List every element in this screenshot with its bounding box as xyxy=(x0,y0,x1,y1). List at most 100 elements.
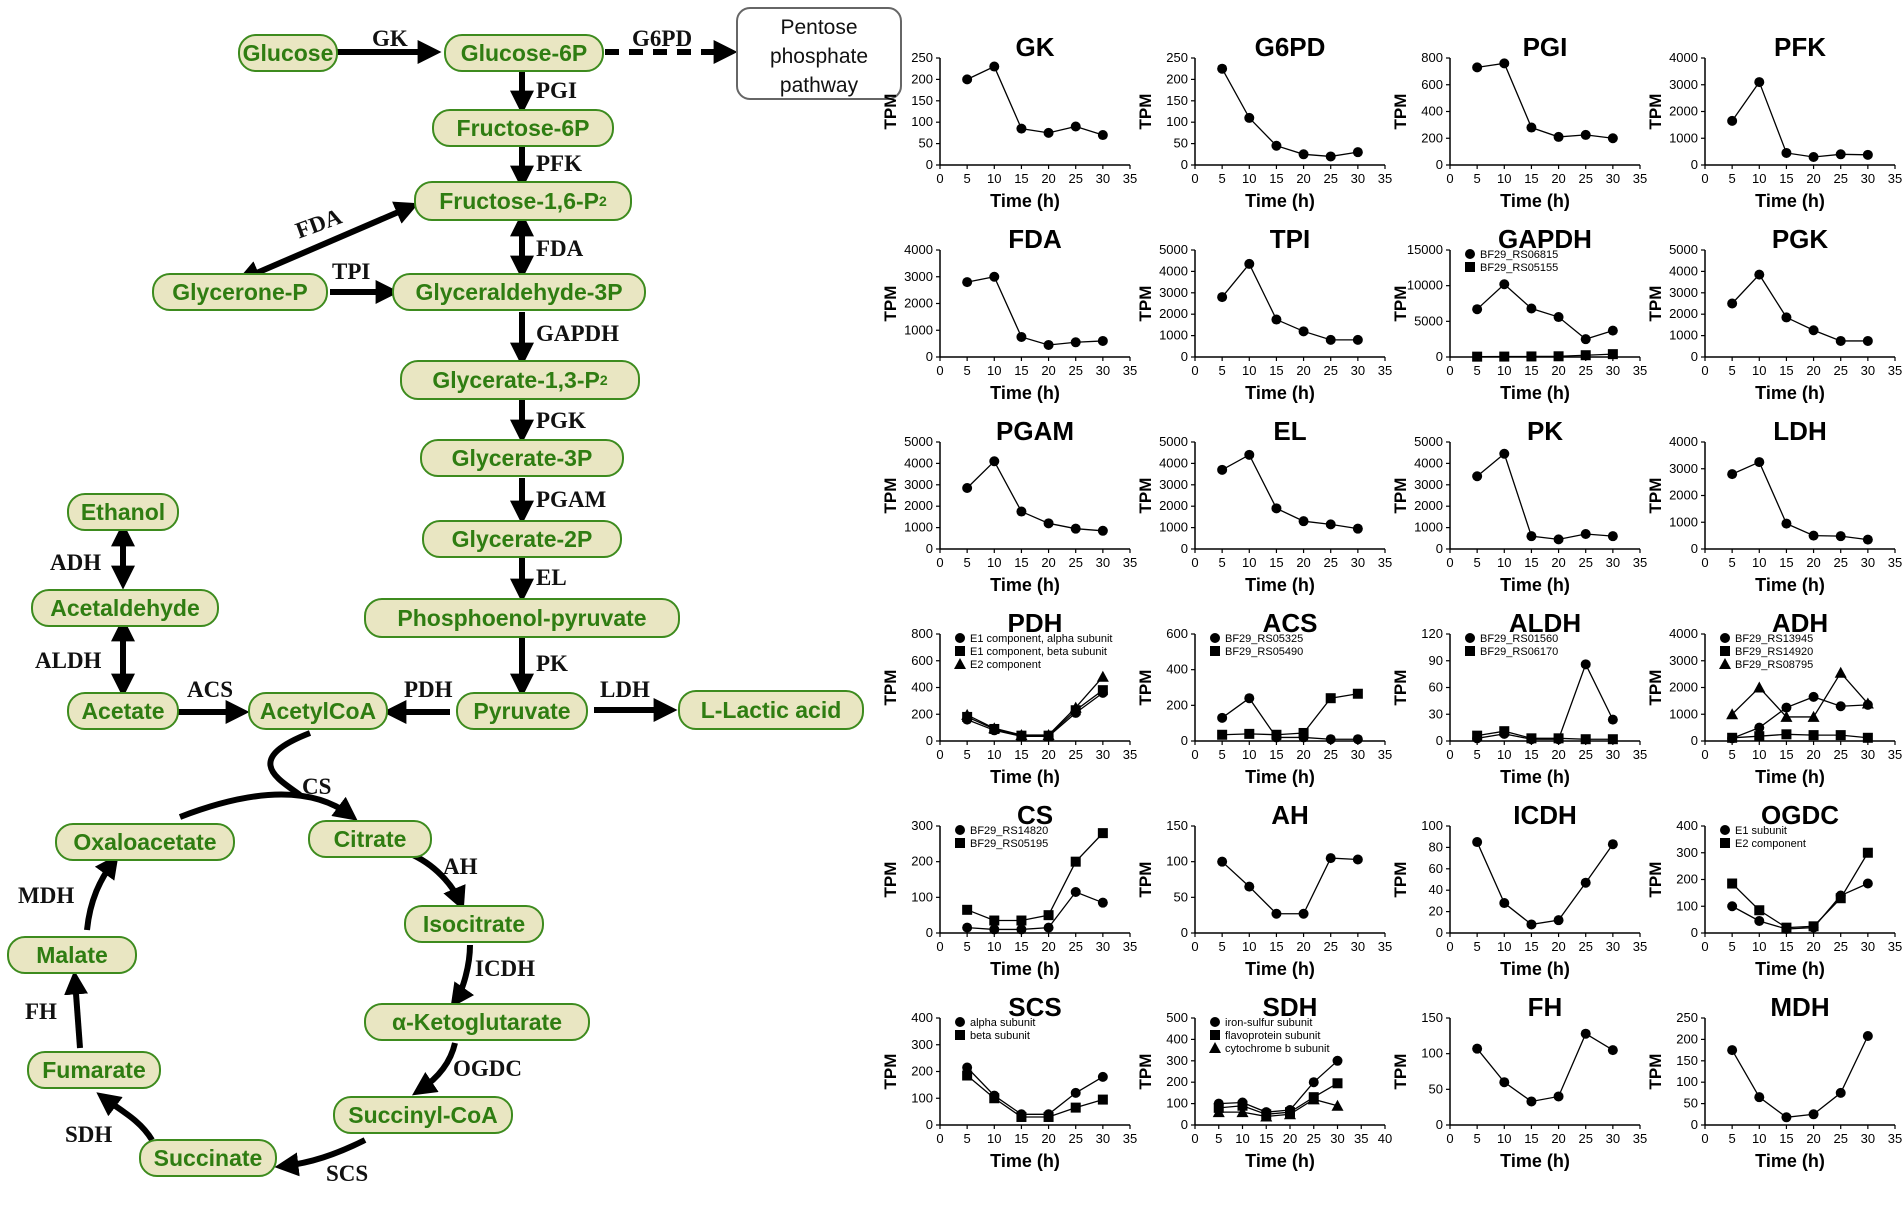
x-tick-label: 5 xyxy=(1474,747,1481,762)
y-tick-label: 250 xyxy=(911,50,933,65)
x-axis-label: Time (h) xyxy=(990,575,1060,595)
data-point xyxy=(1862,534,1873,545)
data-point xyxy=(1016,331,1027,342)
data-point xyxy=(1043,910,1054,921)
y-axis-label: TPM xyxy=(1136,94,1155,130)
x-tick-label: 25 xyxy=(1068,939,1082,954)
x-tick-label: 15 xyxy=(1779,171,1793,186)
y-tick-label: 150 xyxy=(911,93,933,108)
node-citrate-label: Citrate xyxy=(333,825,407,852)
y-tick-label: 4000 xyxy=(1669,263,1698,278)
node-glycerate-2p-label: Glycerate-2P xyxy=(451,525,593,552)
x-tick-label: 20 xyxy=(1041,363,1055,378)
x-tick-label: 10 xyxy=(1497,555,1511,570)
data-point xyxy=(1607,714,1618,725)
y-tick-label: 0 xyxy=(926,733,933,748)
x-tick-label: 20 xyxy=(1041,747,1055,762)
x-tick-label: 5 xyxy=(1729,939,1736,954)
x-tick-label: 35 xyxy=(1888,555,1902,570)
y-axis-label: TPM xyxy=(1646,1054,1665,1090)
x-tick-label: 35 xyxy=(1378,747,1392,762)
data-point xyxy=(1097,897,1108,908)
x-tick-label: 5 xyxy=(964,939,971,954)
node-succinyl-coa: Succinyl-CoA xyxy=(333,1096,513,1134)
x-tick-label: 20 xyxy=(1551,747,1565,762)
x-axis-label: Time (h) xyxy=(990,767,1060,787)
data-point xyxy=(989,924,1000,935)
x-tick-label: 0 xyxy=(1446,363,1453,378)
data-point xyxy=(1499,448,1510,459)
x-tick-label: 35 xyxy=(1123,555,1137,570)
x-tick-label: 25 xyxy=(1068,363,1082,378)
legend-marker xyxy=(1720,633,1730,643)
series-line xyxy=(1731,461,1868,541)
data-point xyxy=(1043,127,1054,138)
data-point xyxy=(1607,325,1618,336)
data-point xyxy=(1781,922,1792,933)
x-tick-label: 20 xyxy=(1041,1131,1055,1146)
enzyme-adh: ADH xyxy=(50,550,102,575)
enzyme-pk: PK xyxy=(536,651,568,676)
x-tick-label: 5 xyxy=(1474,555,1481,570)
data-point xyxy=(1526,122,1537,133)
series-line xyxy=(1218,1098,1338,1118)
data-point xyxy=(1244,728,1255,739)
series-line xyxy=(966,1067,1104,1115)
x-axis-label: Time (h) xyxy=(1500,191,1570,211)
series-line xyxy=(1731,1035,1869,1118)
y-tick-label: 2000 xyxy=(1159,498,1188,513)
data-point xyxy=(989,61,1000,72)
arrow-ah xyxy=(411,852,466,911)
x-tick-label: 30 xyxy=(1096,747,1110,762)
legend-marker xyxy=(955,825,965,835)
x-tick-label: 30 xyxy=(1606,1131,1620,1146)
y-tick-label: 1000 xyxy=(1669,706,1698,721)
x-tick-label: 0 xyxy=(1701,1131,1708,1146)
y-tick-label: 20 xyxy=(1429,904,1443,919)
x-tick-label: 20 xyxy=(1806,939,1820,954)
x-tick-label: 5 xyxy=(1729,747,1736,762)
node-fumarate: Fumarate xyxy=(27,1051,161,1089)
x-tick-label: 5 xyxy=(1219,939,1226,954)
node-succinyl-coa-label: Succinyl-CoA xyxy=(348,1101,498,1128)
x-tick-label: 25 xyxy=(1578,1131,1592,1146)
legend-label: iron-sulfur subunit xyxy=(1225,1017,1312,1029)
x-tick-label: 10 xyxy=(1242,555,1256,570)
x-tick-label: 35 xyxy=(1888,939,1902,954)
y-tick-label: 5000 xyxy=(1159,434,1188,449)
y-axis-label: TPM xyxy=(1391,1054,1410,1090)
data-point xyxy=(961,708,974,720)
legend-label: E1 component, alpha subunit xyxy=(970,633,1113,645)
data-point xyxy=(1016,924,1027,935)
data-point xyxy=(1352,523,1363,534)
x-tick-label: 5 xyxy=(1729,363,1736,378)
data-point xyxy=(1835,701,1846,712)
enzyme-ldh: LDH xyxy=(600,677,650,702)
y-tick-label: 0 xyxy=(1181,733,1188,748)
node-l-lactic-acid: L-Lactic acid xyxy=(678,690,864,730)
x-axis-label: Time (h) xyxy=(1245,383,1315,403)
x-tick-label: 0 xyxy=(936,363,943,378)
y-tick-label: 4000 xyxy=(1159,263,1188,278)
data-point xyxy=(1043,339,1054,350)
x-tick-label: 15 xyxy=(1269,363,1283,378)
x-tick-label: 20 xyxy=(1806,747,1820,762)
x-tick-label: 5 xyxy=(1729,171,1736,186)
x-tick-label: 15 xyxy=(1014,171,1028,186)
data-point xyxy=(1808,921,1819,932)
x-tick-label: 15 xyxy=(1524,171,1538,186)
x-axis-label: Time (h) xyxy=(1500,767,1570,787)
y-tick-label: 0 xyxy=(926,925,933,940)
legend-label: E2 component xyxy=(1735,838,1806,850)
data-point xyxy=(1271,729,1282,740)
y-tick-label: 200 xyxy=(911,706,933,721)
y-tick-label: 3000 xyxy=(1159,285,1188,300)
series-line xyxy=(967,891,1104,931)
node-phosphoenol-pyruvate-label: Phosphoenol-pyruvate xyxy=(397,604,647,631)
